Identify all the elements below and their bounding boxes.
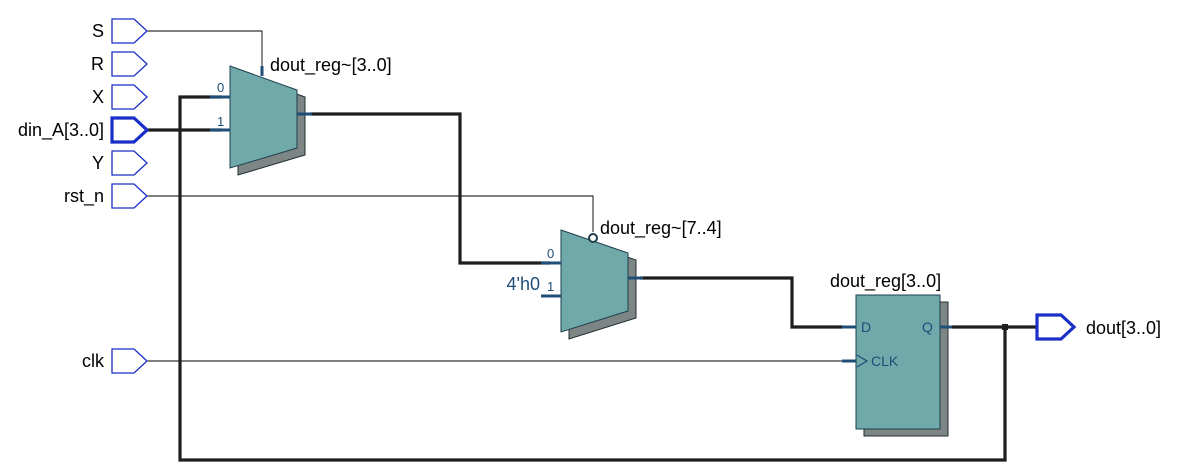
- input-port-s[interactable]: S: [92, 18, 148, 44]
- register-clk-label: CLK: [871, 353, 899, 369]
- mux1-name-label: dout_reg~[3..0]: [270, 55, 392, 76]
- input-port-rst-n-label: rst_n: [64, 186, 104, 207]
- input-port-clk[interactable]: clk: [82, 348, 148, 374]
- mux2-constant-label: 4'h0: [507, 274, 540, 294]
- wire-s-to-mux1-select: [147, 30, 263, 67]
- input-port-din-a-label: din_A[3..0]: [18, 120, 104, 141]
- input-port-r[interactable]: R: [91, 51, 148, 77]
- mux1-pin1-label: 1: [217, 114, 224, 129]
- junction-dot: [1002, 324, 1008, 330]
- mux1-pin0-label: 0: [217, 80, 224, 95]
- mux2[interactable]: 0 1 4'h0 dout_reg~[7..4]: [507, 218, 722, 340]
- bus-mux2-to-register-d: [640, 276, 842, 329]
- wires: [147, 30, 842, 362]
- mux2-select-invert-bubble: [588, 233, 598, 243]
- input-port-y[interactable]: Y: [92, 150, 148, 176]
- bus-feedback-loop: [178, 95, 1007, 462]
- mux2-pin1-label: 1: [547, 279, 554, 294]
- input-port-x-label: X: [92, 87, 104, 107]
- input-port-y-label: Y: [92, 153, 104, 173]
- mux1[interactable]: 0 1 dout_reg~[3..0]: [210, 55, 392, 176]
- input-port-x[interactable]: X: [92, 84, 148, 110]
- output-port-dout[interactable]: dout[3..0]: [1035, 313, 1161, 341]
- register-q-label: Q: [922, 319, 933, 335]
- mux2-pin0-label: 0: [547, 246, 554, 261]
- register-clock-edge-icon: [856, 354, 869, 368]
- input-port-rst-n[interactable]: rst_n: [64, 183, 148, 209]
- input-port-clk-label: clk: [82, 351, 105, 371]
- register-d-label: D: [861, 319, 871, 335]
- output-port-dout-label: dout[3..0]: [1086, 318, 1161, 338]
- mux2-name-label: dout_reg~[7..4]: [600, 218, 722, 239]
- input-port-r-label: R: [91, 54, 104, 74]
- input-port-s-label: S: [92, 21, 104, 41]
- wire-rst-n-to-mux2-select: [147, 195, 594, 232]
- input-port-din-a[interactable]: din_A[3..0]: [18, 116, 150, 144]
- bus-mux1-to-mux2: [310, 112, 550, 265]
- buses: [147, 95, 1037, 462]
- register[interactable]: D Q CLK dout_reg[3..0]: [830, 271, 952, 437]
- register-name-label: dout_reg[3..0]: [830, 271, 941, 292]
